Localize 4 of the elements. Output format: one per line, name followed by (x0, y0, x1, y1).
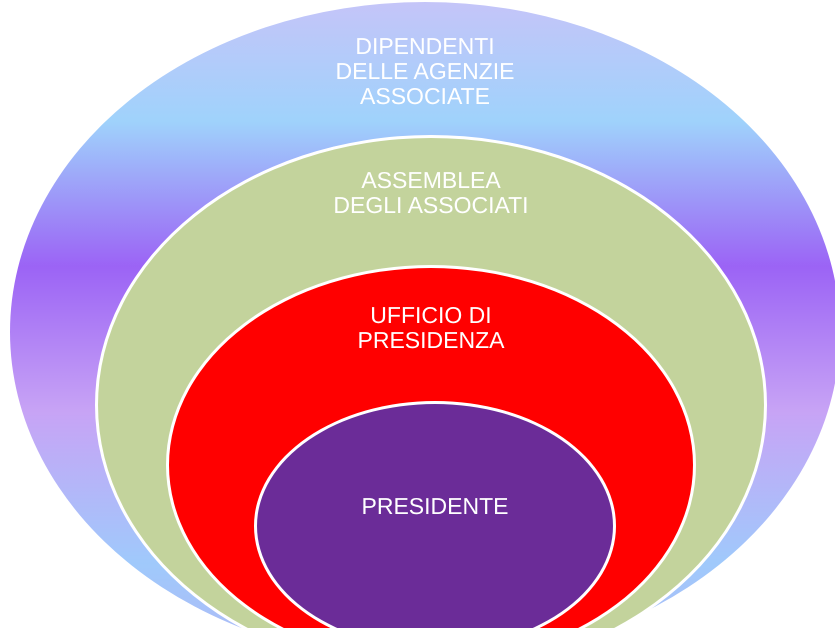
ellipse-label: UFFICIO DI PRESIDENZA (356, 303, 506, 353)
ellipse-label: PRESIDENTE (360, 494, 510, 519)
ellipse-label: DIPENDENTI DELLE AGENZIE ASSOCIATE (335, 34, 515, 109)
ellipse-label: ASSEMBLEA DEGLI ASSOCIATI (332, 168, 530, 218)
